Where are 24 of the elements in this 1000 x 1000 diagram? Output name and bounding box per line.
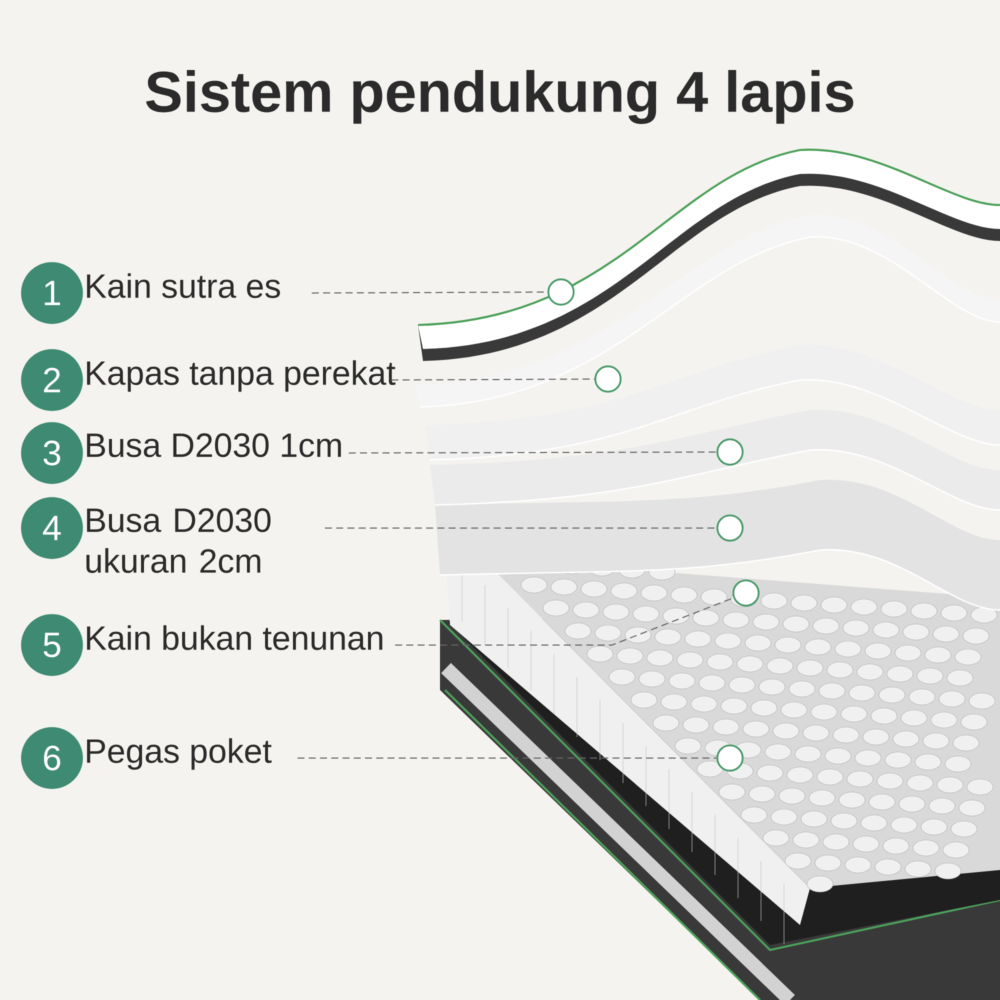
leader-line [391,378,594,381]
marker-dot [716,744,744,772]
layer-label: Pegas poket [87,738,272,770]
number-badge: 3 [21,422,83,484]
marker-dot [716,514,744,542]
layer-label: Busa D2030 1cm [87,433,341,458]
leader-line [324,527,716,529]
marker-dot [594,365,622,393]
layer-label: Kapas tanpa perekat [87,360,396,392]
number-badge: 6 [21,727,83,789]
leader-line [297,757,716,759]
marker-dot [547,278,575,306]
number-badge: 1 [21,262,83,324]
marker-dot [716,438,744,466]
layer-label: Kain sutra es [87,273,280,298]
number-badge: 5 [21,614,83,676]
marker-dot [732,579,760,607]
number-badge: 4 [21,497,83,559]
title: Sistem pendukung 4 lapis [146,70,854,124]
layer-label: Busa D2030 ukuran 2cm [86,508,271,573]
leader-line [348,451,716,454]
number-badge: 2 [21,349,83,411]
leader-line [395,597,734,646]
layer-label: Kain bukan tenunan [87,625,382,650]
